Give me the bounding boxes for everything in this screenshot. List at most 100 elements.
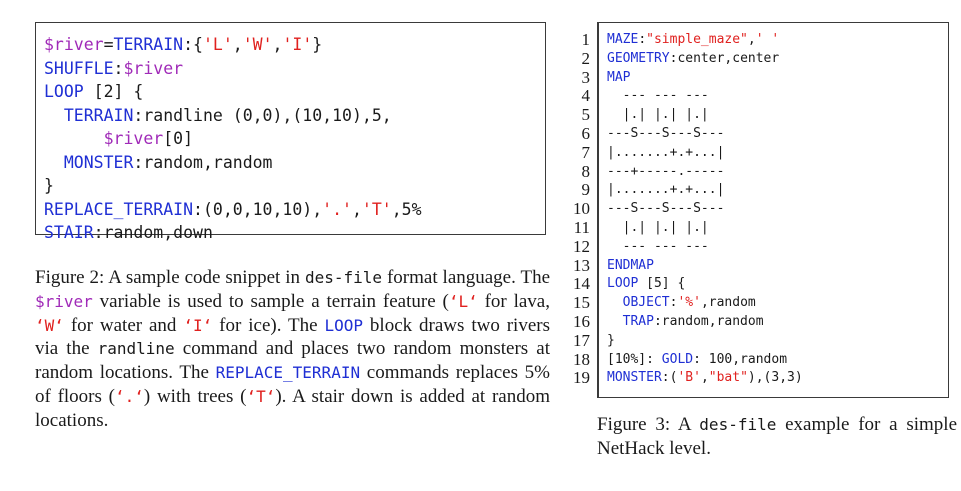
numbered-code-line: 16 TRAP:random,random [573,312,948,332]
code-text: ---S---S---S--- [598,125,724,144]
numbered-code-line: 17} [573,331,948,351]
caption-text: REPLACE_TERRAIN [215,363,361,383]
code-text: [10%]: GOLD: 100,random [598,351,787,370]
code-token: :random,random [133,152,273,172]
line-number: 10 [573,199,590,219]
line-number: 3 [581,67,591,87]
numbered-code-line: 14 LOOP [5] { [573,275,948,294]
line-number: 5 [581,105,591,125]
code-text: |.| |.| |.| [598,219,709,238]
caption-text: des-file [304,268,383,287]
numbered-code-line: 11 |.| |.| |.| [574,218,948,238]
code-text: GEOMETRY:center,center [598,50,779,69]
code-token: ---S---S---S--- [607,201,725,217]
code-token: TRAP [622,313,654,329]
code-token [44,129,104,148]
code-token: [10%]: [607,351,662,367]
code-token: :random,down [93,223,213,242]
caption-text: ‘I‘ [183,315,213,335]
code-token: $river [123,58,184,78]
code-token: : [638,32,647,47]
code-token: MONSTER [63,152,134,172]
code-token: , [272,35,283,54]
code-token: :{ [183,35,203,54]
code-token: TERRAIN [63,105,134,125]
caption-text: ‘T‘ [246,386,276,406]
code-token: : 100,random [693,351,788,367]
figure-3-caption: Figure 3: A des-file example for a simpl… [597,413,957,461]
code-text: MAZE:"simple_maze",' ' [598,31,779,50]
code-token: LOOP [607,276,639,292]
line-number: 17 [573,330,590,350]
line-number: 4 [581,86,591,106]
code-text: ---S---S---S--- [598,200,724,219]
code-token: '.' [322,199,352,219]
code-token: GOLD [661,351,694,367]
code-line: $river[0] [44,127,545,151]
code-token: MONSTER [607,370,662,386]
code-line: SHUFFLE:$river [44,57,545,81]
caption-text: for ice). The [212,314,325,336]
code-token: 'W' [242,35,273,54]
code-token: MAZE [607,32,639,47]
code-text: LOOP [5] { [598,275,685,294]
caption-text: commands replaces 5% of floors ( [35,362,550,407]
numbered-code-line: 7|.......+.+...| [582,143,948,163]
code-token [44,106,64,125]
code-token: ,random [700,295,756,311]
code-token: |.| |.| |.| [607,219,709,235]
code-text: |.......+.+...| [598,144,724,163]
code-token: REPLACE_TERRAIN [44,199,194,219]
line-number: 14 [573,274,590,294]
line-number: 9 [581,180,591,200]
code-token: :randline (0,0),(10,10),5, [133,105,392,125]
code-token: |.| |.| |.| [607,107,709,123]
code-token: '%' [677,295,701,311]
code-token: ,5% [391,199,422,219]
code-token: , [232,35,243,54]
code-token: :center,center [669,50,780,66]
code-token: STAIR [44,223,94,242]
numbered-code-line: 9 |.......+.+...| [582,181,948,200]
code-token: "bat" [708,370,748,386]
code-text: |.......+.+...| [598,181,724,200]
code-text: --- --- --- [598,87,709,106]
code-text: MAP [598,69,630,88]
code-line: REPLACE_TERRAIN:(0,0,10,10),'.','T',5% [44,198,545,222]
code-text: ---+-----.----- [598,163,724,182]
code-token: ENDMAP [607,257,654,273]
numbered-code-line: 4 --- --- --- [582,87,948,106]
code-line: $river=TERRAIN:{'L','W','I'} [44,33,545,57]
code-token [607,314,623,329]
code-token: LOOP [44,82,84,101]
code-token: , [700,370,709,386]
code-token: ---+-----.----- [607,163,725,179]
code-token: } [44,176,54,195]
code-token: SHUFFLE [44,58,114,78]
caption-text: LOOP [324,315,363,335]
code-token: |.......+.+...| [607,182,725,198]
code-line: } [44,174,545,198]
line-number-divider [598,23,599,397]
code-token: , [351,199,362,219]
line-number: 12 [573,236,590,256]
code-token: ' ' [755,32,780,47]
code-token: 'T' [361,199,392,219]
code-token: TERRAIN [113,35,184,54]
code-line: MONSTER:random,random [44,151,545,175]
numbered-code-line: 8---+-----.----- [582,162,948,182]
code-line: TERRAIN:randline (0,0),(10,10),5, [44,104,545,128]
caption-text: command and places two random monsters a… [35,338,550,384]
caption-text: block draws two rivers via the [35,314,550,360]
code-token: } [312,35,323,54]
caption-text: randline [97,339,175,359]
code-token: $river [44,35,104,54]
code-token: GEOMETRY [607,50,670,66]
code-token: :( [661,370,678,386]
line-number: 11 [573,217,590,237]
code-token: OBJECT [622,295,670,311]
